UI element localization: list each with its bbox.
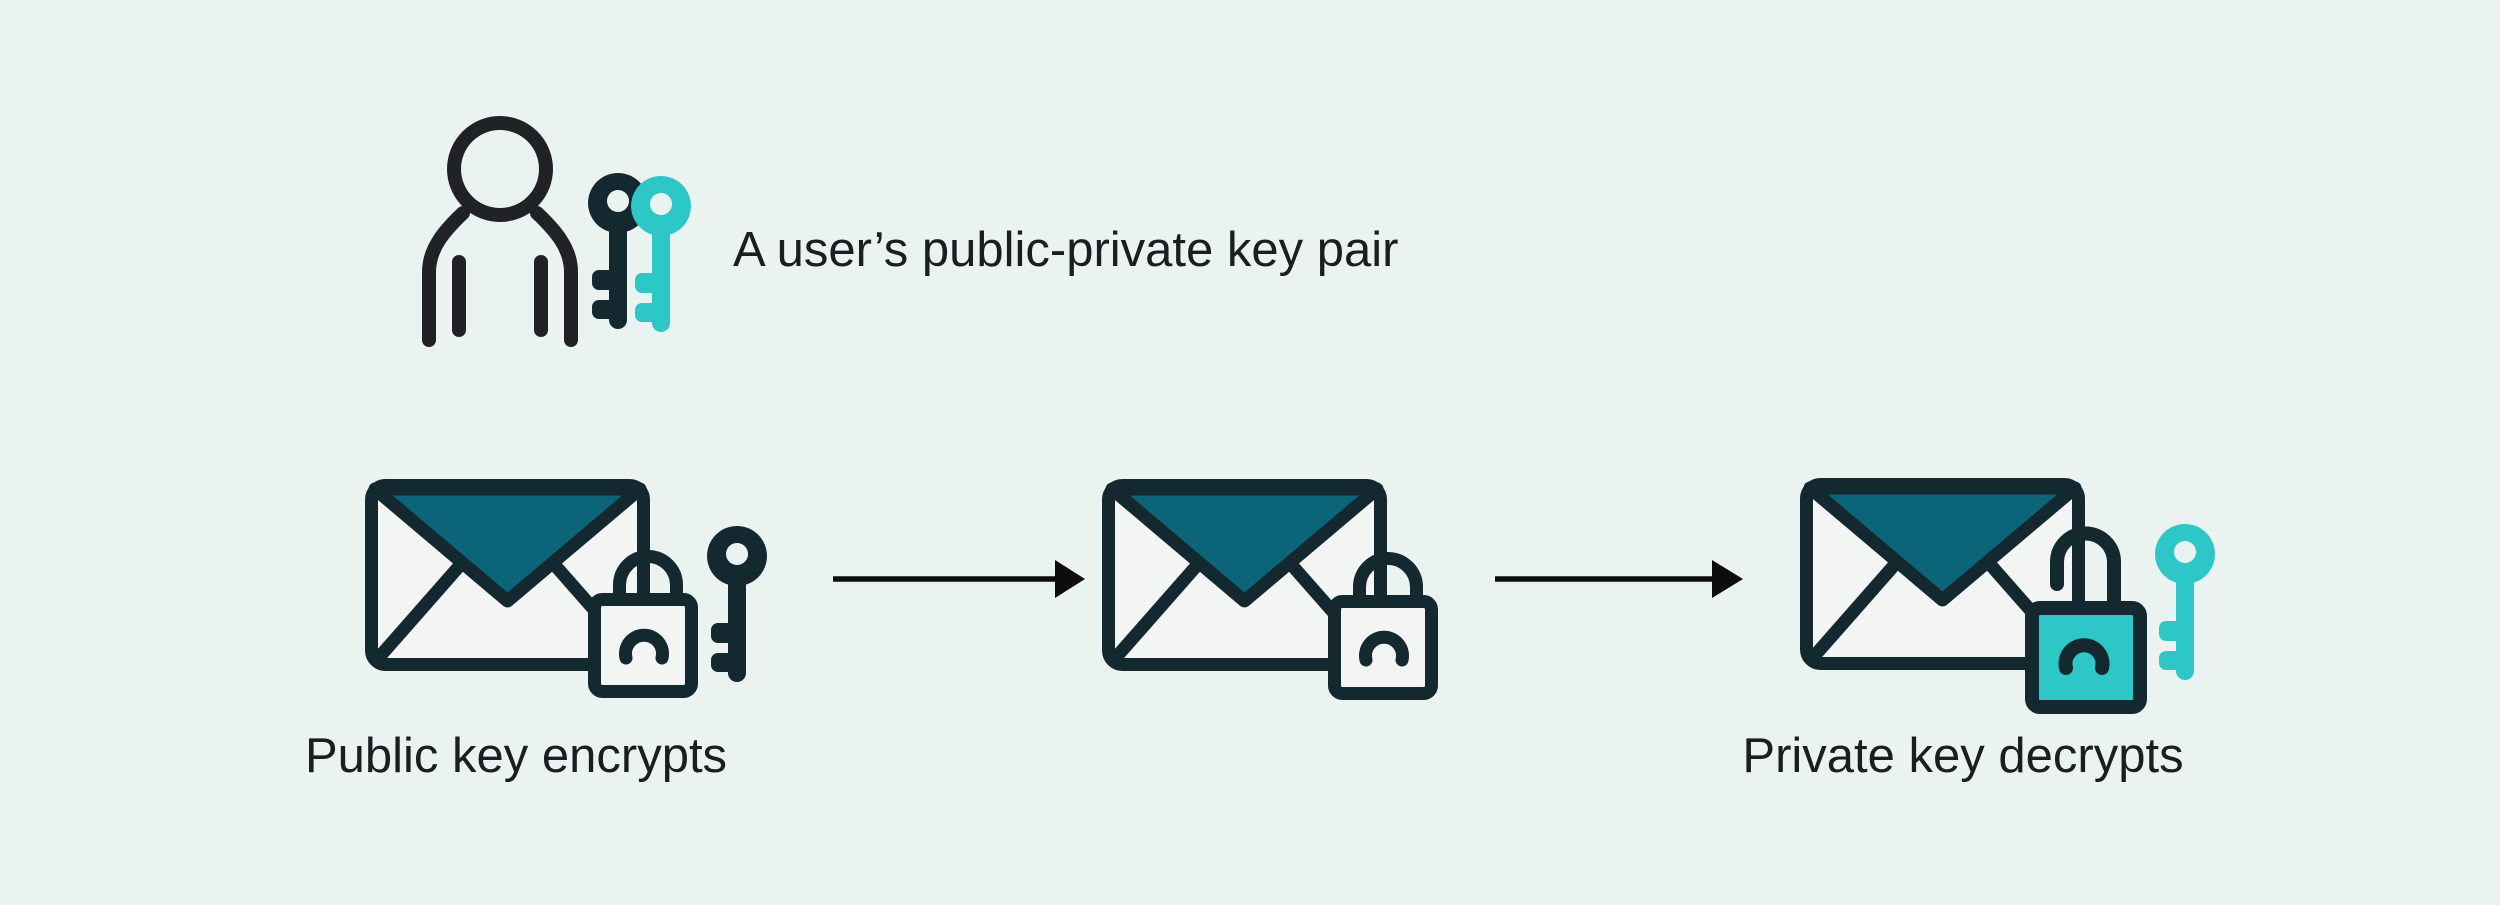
step-private-label: Private key decrypts (1742, 729, 2184, 783)
arrow-right-icon (1495, 560, 1743, 598)
arrow-right-icon (833, 560, 1085, 598)
key-pair-label: A user’s public-private key pair (733, 223, 1399, 277)
person-icon (422, 116, 578, 347)
public-key-icon (705, 526, 769, 684)
private-key-icon (2153, 524, 2217, 682)
padlock-locked-icon (1328, 552, 1438, 700)
padlock-locked-icon (588, 550, 698, 698)
padlock-unlocked-icon (2025, 520, 2147, 714)
step-public-label: Public key encrypts (304, 729, 728, 783)
public-key-icon (629, 176, 693, 334)
